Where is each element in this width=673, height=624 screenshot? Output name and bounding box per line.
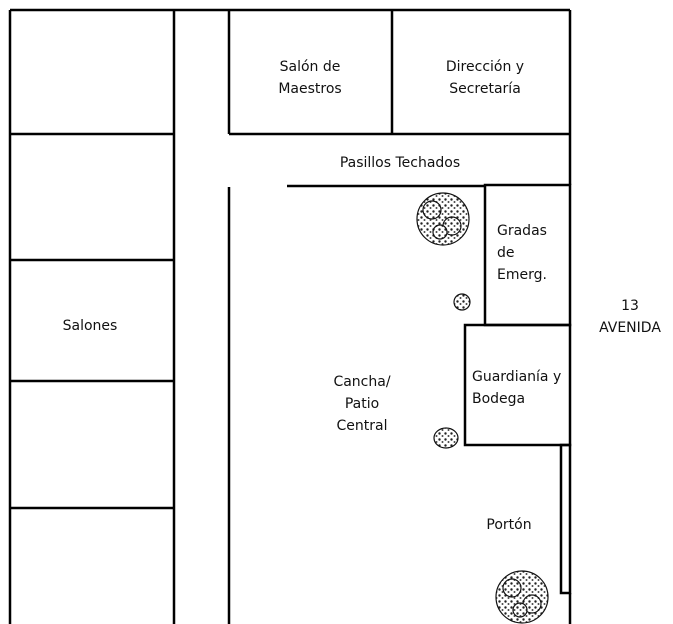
- gradas-label: Gradas de Emerg.: [497, 220, 567, 286]
- direccion-label: Dirección y Secretaría: [425, 56, 545, 100]
- porton-label: Portón: [486, 517, 532, 533]
- street-label: 13 AVENIDA: [590, 295, 670, 339]
- cancha-label: Cancha/ Patio Central: [322, 371, 402, 437]
- guardiania-line-2: Bodega: [472, 391, 526, 407]
- guardiania-room: [463, 323, 572, 447]
- cancha-line-2: Patio: [344, 396, 380, 412]
- salon-maestros-line-2: Maestros: [278, 81, 342, 97]
- tree-large-icon: [495, 570, 549, 624]
- direccion-line-2: Secretaría: [449, 81, 521, 97]
- salon-maestros-line-1: Salón de: [279, 59, 341, 75]
- porton-gate: [559, 443, 572, 595]
- cancha-line-3: Central: [336, 418, 388, 434]
- direccion-line-1: Dirección y: [445, 59, 525, 75]
- street-line-1: 13: [621, 298, 639, 314]
- shrub-small-icon: [433, 427, 459, 449]
- street-line-2: AVENIDA: [599, 320, 661, 336]
- salon-maestros-label: Salón de Maestros: [260, 56, 360, 100]
- gradas-line-2: de: [497, 245, 515, 261]
- pasillos-label: Pasillos Techados: [339, 155, 461, 171]
- shrub-small-icon: [453, 293, 471, 311]
- guardiania-line-1: Guardianía y: [472, 369, 562, 385]
- gradas-line-1: Gradas: [497, 223, 547, 239]
- tree-large-icon: [416, 192, 470, 246]
- guardiania-label: Guardianía y Bodega: [472, 366, 582, 410]
- cancha-line-1: Cancha/: [333, 374, 391, 390]
- salones-label: Salones: [62, 318, 118, 334]
- gradas-line-3: Emerg.: [497, 267, 547, 283]
